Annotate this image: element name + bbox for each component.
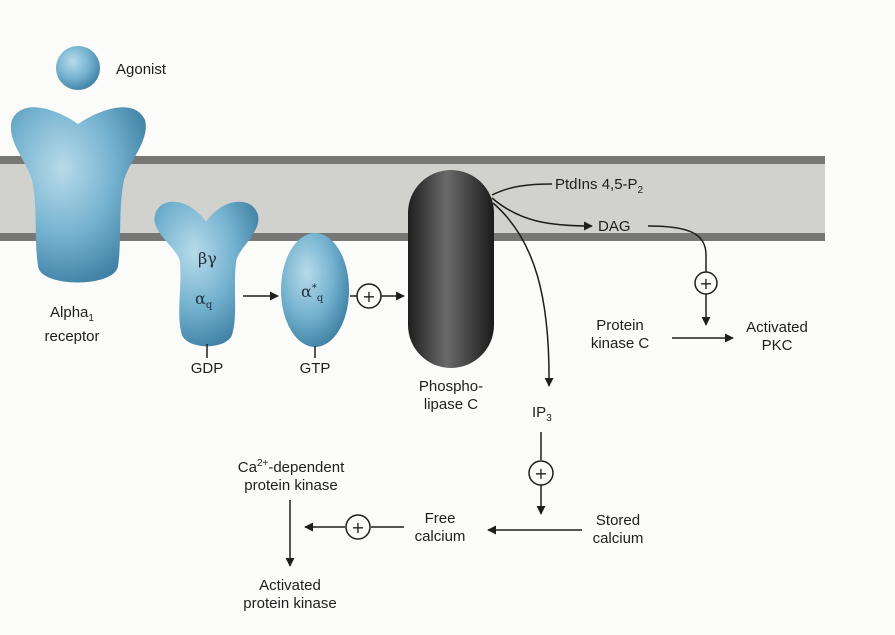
agonist-molecule	[56, 46, 100, 90]
phospholipase-c	[408, 170, 494, 368]
receptor-word: receptor	[44, 328, 99, 346]
free-calcium-label: Free calcium	[415, 510, 466, 546]
activated-alpha-label: α*q	[301, 280, 323, 308]
activated-kinase-line2: protein kinase	[243, 595, 336, 613]
ca-dependent-text: -dependent	[268, 459, 344, 476]
g-protein-complex	[154, 202, 258, 346]
ca-dependent-kinase-label: Ca2+-dependent protein kinase	[238, 455, 345, 495]
receptor-name: Alpha	[50, 304, 88, 321]
beta-gamma-label: βγ	[198, 250, 217, 268]
protein-kinase-c-label: Protein kinase C	[591, 317, 649, 353]
phospholipase-label: Phospho- lipase C	[419, 378, 483, 414]
free-line1: Free	[415, 510, 466, 528]
stored-calcium-label: Stored calcium	[593, 512, 644, 548]
ptdins-label: PtdIns 4,5-P2	[555, 176, 643, 200]
agonist-label: Agonist	[116, 61, 166, 79]
activated-pkc-line2: PKC	[746, 337, 808, 355]
ptdins-subscript: 2	[638, 185, 644, 196]
plus-sign: +	[362, 287, 375, 306]
ip3-label: IP3	[532, 404, 552, 428]
plus-sign: +	[351, 518, 364, 537]
ca-kinase-line2: protein kinase	[238, 477, 345, 495]
activated-kinase-line1: Activated	[243, 577, 336, 595]
activated-kinase-label: Activated protein kinase	[243, 577, 336, 613]
plc-line1: Phospho-	[419, 378, 483, 396]
activated-pkc-line1: Activated	[746, 319, 808, 337]
gtp-label: GTP	[300, 360, 331, 378]
alpha-q-subscript: q	[206, 300, 212, 311]
receptor-subscript: 1	[88, 313, 94, 324]
stored-line2: calcium	[593, 530, 644, 548]
gdp-label: GDP	[191, 360, 224, 378]
receptor-label: Alpha1 receptor	[44, 304, 99, 346]
ca-prefix: Ca	[238, 459, 257, 476]
ca-superscript: 2+	[257, 458, 268, 469]
stored-line1: Stored	[593, 512, 644, 530]
free-line2: calcium	[415, 528, 466, 546]
plus-sign: +	[699, 274, 712, 293]
dag-label: DAG	[598, 218, 631, 236]
ip3-subscript: 3	[546, 413, 552, 424]
pkc-line2: kinase C	[591, 335, 649, 353]
plus-sign: +	[534, 464, 547, 483]
pkc-line1: Protein	[591, 317, 649, 335]
plc-line2: lipase C	[419, 396, 483, 414]
alpha-q-label: αq	[195, 290, 212, 315]
activated-alpha-subscript: q	[317, 293, 323, 304]
activated-pkc-label: Activated PKC	[746, 319, 808, 355]
